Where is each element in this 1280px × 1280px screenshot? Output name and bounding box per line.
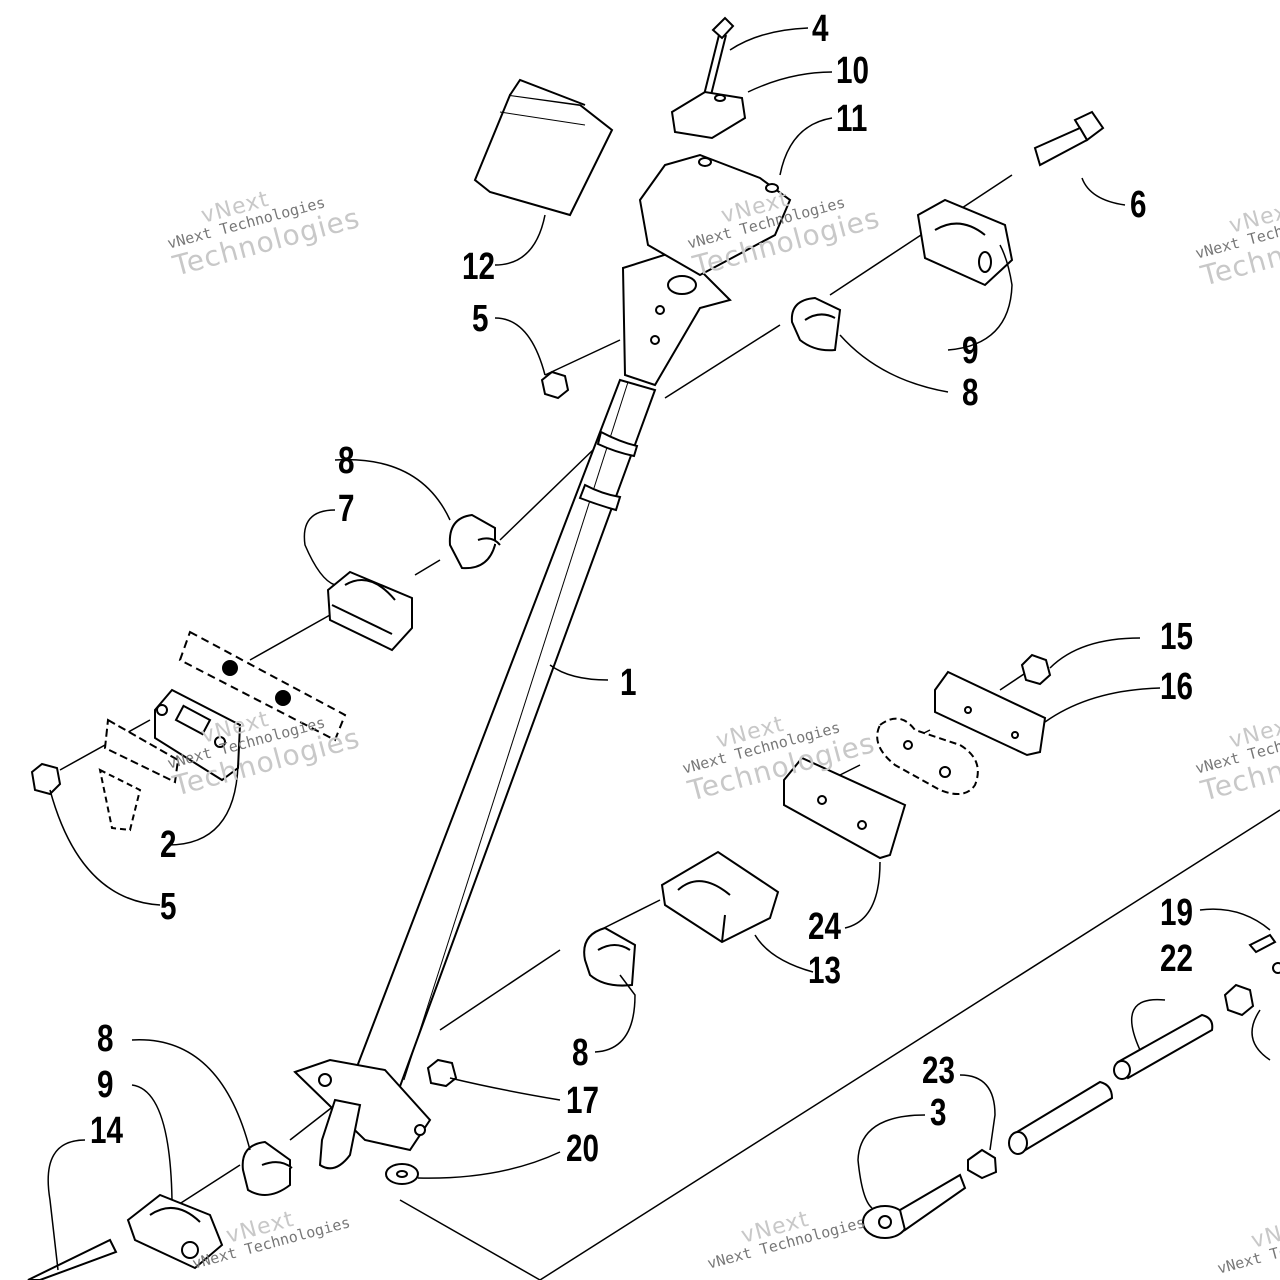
callout-8-lower-mid: 8 [572, 1032, 589, 1074]
plate-2 [100, 632, 345, 830]
bushing-8-upper [792, 298, 840, 350]
callout-16: 16 [1160, 666, 1193, 708]
nut-17 [428, 1060, 456, 1086]
bushing-8-lower-mid [584, 928, 635, 986]
nut-5-left [32, 764, 60, 794]
callout-7: 7 [338, 488, 355, 530]
callout-13: 14 [90, 1110, 123, 1152]
nut-15 [1022, 655, 1050, 684]
callout-20: 20 [566, 1128, 599, 1170]
block-14 [662, 852, 778, 942]
callout-5-left: 5 [160, 886, 177, 928]
top-clamp [640, 18, 790, 275]
callout-22: 22 [1160, 938, 1193, 980]
callout-4: 4 [812, 8, 829, 50]
callout-9-lower: 9 [97, 1064, 114, 1106]
callout-15: 15 [1160, 616, 1193, 658]
dashed-shield [877, 719, 978, 794]
callout-23: 23 [922, 1050, 955, 1092]
callout-17: 17 [566, 1080, 599, 1122]
callout-19: 19 [1160, 892, 1193, 934]
bolt-6 [1035, 112, 1103, 165]
block-9-upper [918, 200, 1012, 285]
pad-cover [475, 80, 612, 215]
tie-rod [863, 935, 1280, 1238]
callout-14: 13 [808, 950, 841, 992]
callout-1: 1 [620, 662, 637, 704]
callout-8-lower: 8 [97, 1018, 114, 1060]
plate-16 [935, 672, 1045, 755]
steering-post [295, 250, 730, 1168]
callout-11: 11 [836, 98, 868, 140]
bushing-8-mid [450, 515, 500, 568]
callout-8-upper: 8 [962, 372, 979, 414]
callout-10: 10 [836, 50, 869, 92]
callout-8-mid: 8 [338, 440, 355, 482]
bushing-8-lower [243, 1142, 292, 1195]
block-9-lower [128, 1195, 222, 1268]
plate-24 [784, 758, 905, 858]
nut-5-upper [542, 372, 568, 398]
callout-9-upper: 9 [962, 330, 979, 372]
callout-12: 12 [462, 246, 495, 288]
callout-5-upper: 5 [472, 298, 489, 340]
leader-lines [48, 28, 1270, 1270]
block-7 [328, 572, 412, 650]
callout-24: 24 [808, 906, 841, 948]
callout-2: 2 [160, 824, 177, 866]
callout-6: 6 [1130, 184, 1147, 226]
callout-3: 3 [930, 1092, 947, 1134]
bolt-13 [28, 1240, 116, 1280]
washer-20 [386, 1164, 418, 1184]
